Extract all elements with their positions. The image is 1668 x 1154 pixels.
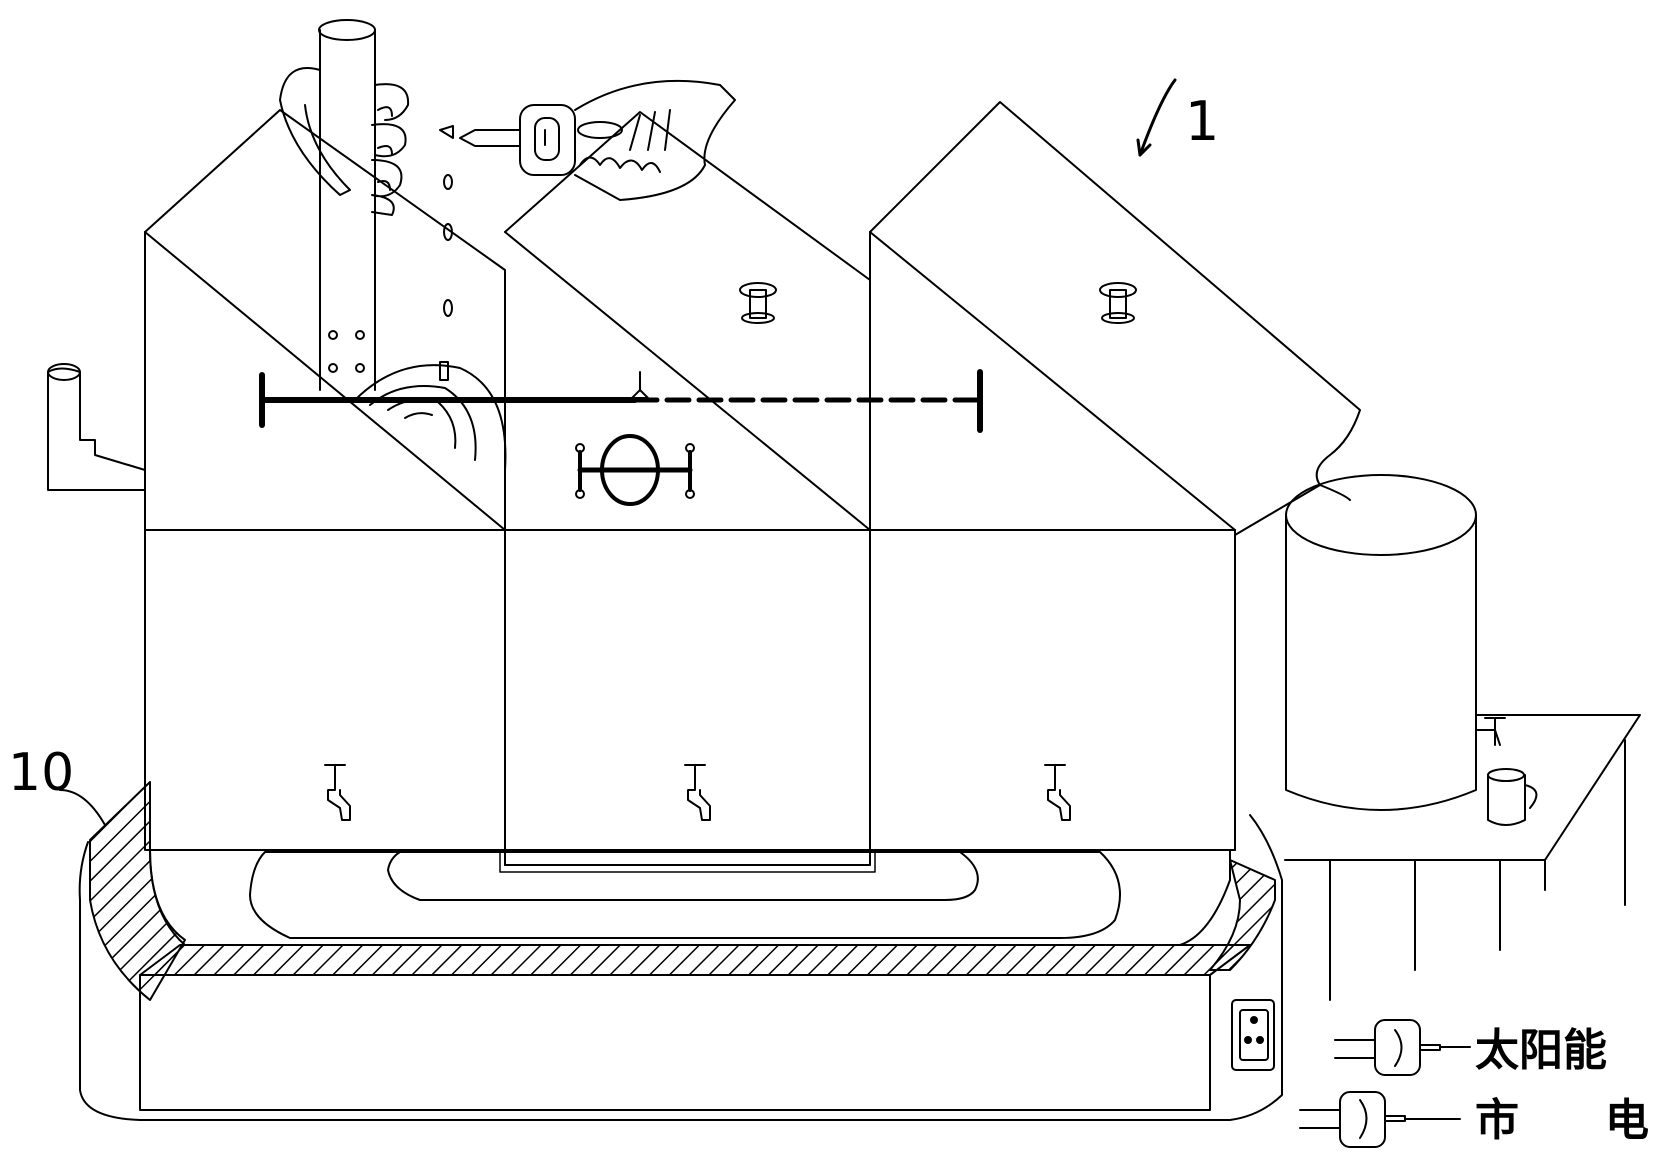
rotating-vessel xyxy=(575,434,695,506)
label-mains-left: 市 xyxy=(1475,1095,1519,1146)
roof-knob-2 xyxy=(1099,282,1137,324)
faucet-icon xyxy=(324,764,351,821)
side-outlet-pipe xyxy=(47,367,146,491)
base-pedestal xyxy=(149,849,1231,946)
slide-rail xyxy=(259,369,983,506)
tray-center xyxy=(499,851,876,873)
base-top-plate xyxy=(139,944,1251,976)
unit-body xyxy=(47,101,1361,866)
roof-knob-1 xyxy=(739,282,777,324)
base-outer xyxy=(78,814,1283,1121)
water-drops xyxy=(439,125,454,317)
hand-holding-tube-icon xyxy=(279,19,507,471)
base xyxy=(78,781,1283,1121)
label-base-ref: 10 xyxy=(8,743,74,803)
hand-holding-plug-icon xyxy=(459,79,736,201)
tray-inner xyxy=(387,851,979,901)
power-plug-icon xyxy=(1299,1091,1461,1148)
label-solar: 太阳能 xyxy=(1475,1025,1607,1076)
tank-tap xyxy=(1475,717,1506,746)
label-device-ref: 1 xyxy=(1185,90,1219,153)
leader-base xyxy=(59,789,106,826)
tray-outer xyxy=(249,851,1121,939)
power-socket-icon xyxy=(1231,999,1275,1071)
cup-icon xyxy=(1487,768,1538,826)
faucet-icon xyxy=(684,764,711,821)
nozzle xyxy=(631,371,649,399)
water-tank xyxy=(1285,474,1477,811)
base-front-block xyxy=(139,974,1211,1111)
side-table xyxy=(1284,714,1641,1001)
module-2-roof xyxy=(504,111,871,281)
faucet-icon xyxy=(1044,764,1071,821)
power-plug-icon xyxy=(1334,1019,1471,1076)
leader-device xyxy=(1138,78,1177,157)
module-1-roof xyxy=(144,109,506,531)
label-mains-right: 电 xyxy=(1605,1095,1649,1146)
base-hatch-band-right xyxy=(1209,859,1276,971)
module-3-roof xyxy=(869,101,1361,536)
